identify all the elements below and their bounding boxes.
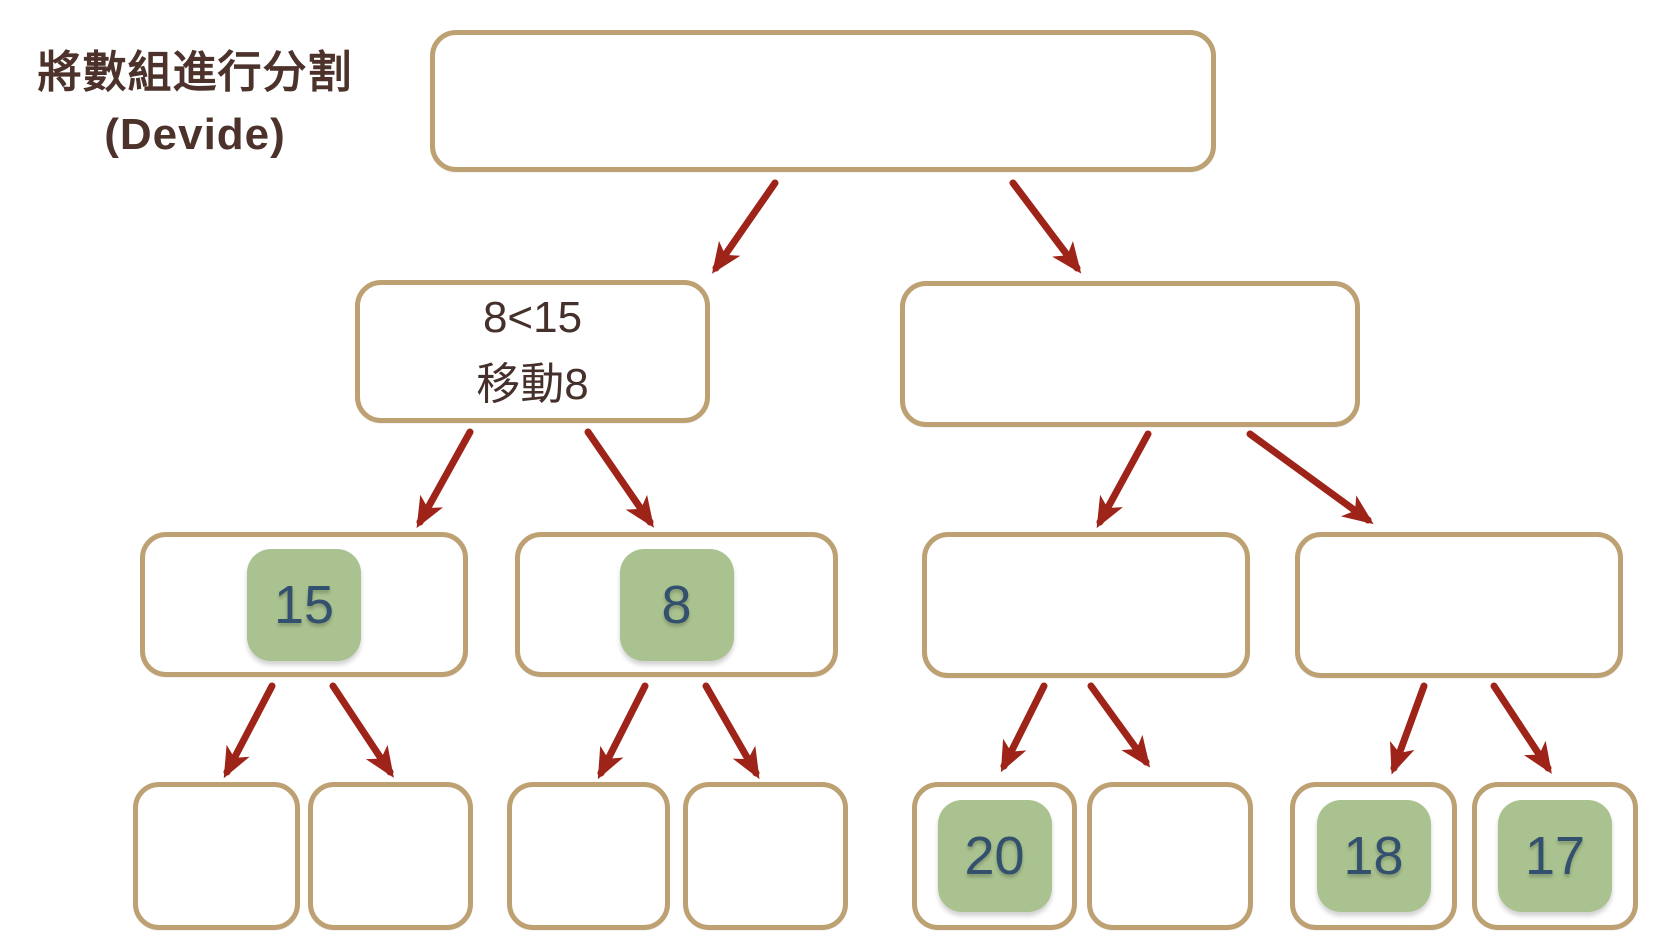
node-n3-a: 15: [140, 532, 468, 677]
arrow-n3-a-to-n4-a: [223, 682, 276, 779]
arrow-n3-b-to-n4-c: [597, 682, 649, 780]
diagram-title-line2: (Devide): [104, 110, 286, 160]
node-n4-d: [683, 782, 848, 930]
node-n4-h: 17: [1472, 782, 1638, 930]
node-root: [430, 30, 1216, 172]
value-chip: 17: [1498, 800, 1612, 912]
arrow-n2-left-to-n3-a: [416, 428, 474, 529]
node-n4-c: [507, 782, 670, 930]
arrow-n3-c-to-n4-e: [1000, 682, 1048, 773]
node-label-line: 移動8: [476, 359, 589, 409]
arrow-n3-b-to-n4-d: [702, 682, 760, 780]
arrow-root-to-n2-right: [1009, 179, 1082, 274]
value-chip: 8: [619, 548, 734, 661]
node-n3-d: [1295, 532, 1623, 678]
node-n4-g: 18: [1290, 782, 1457, 930]
node-n4-e: 20: [912, 782, 1077, 930]
node-label-line: 8<15: [482, 292, 583, 342]
node-n4-a: [133, 782, 300, 930]
value-chip: 15: [247, 548, 361, 661]
node-n2-right: [900, 281, 1360, 427]
value-chip: 20: [937, 800, 1052, 912]
node-n4-b: [308, 782, 473, 930]
arrow-n3-c-to-n4-f: [1087, 682, 1151, 768]
arrow-n2-right-to-n3-d: [1246, 430, 1374, 525]
node-n3-b: 8: [515, 532, 838, 677]
diagram-title-line1: 將數組進行分割: [37, 48, 353, 97]
arrow-n3-d-to-n4-h: [1490, 682, 1552, 774]
arrow-n3-d-to-n4-g: [1390, 682, 1428, 775]
node-n2-left: 8<15 移動8: [355, 280, 710, 423]
arrow-n2-right-to-n3-c: [1096, 430, 1152, 529]
node-n3-c: [922, 532, 1250, 678]
arrow-n3-a-to-n4-b: [329, 682, 394, 778]
diagram-title: 將數組進行分割 (Devide): [28, 42, 362, 167]
node-n4-f: [1087, 782, 1253, 930]
arrow-n2-left-to-n3-b: [584, 428, 654, 528]
arrow-root-to-n2-left: [712, 179, 779, 274]
value-chip: 18: [1316, 800, 1431, 912]
